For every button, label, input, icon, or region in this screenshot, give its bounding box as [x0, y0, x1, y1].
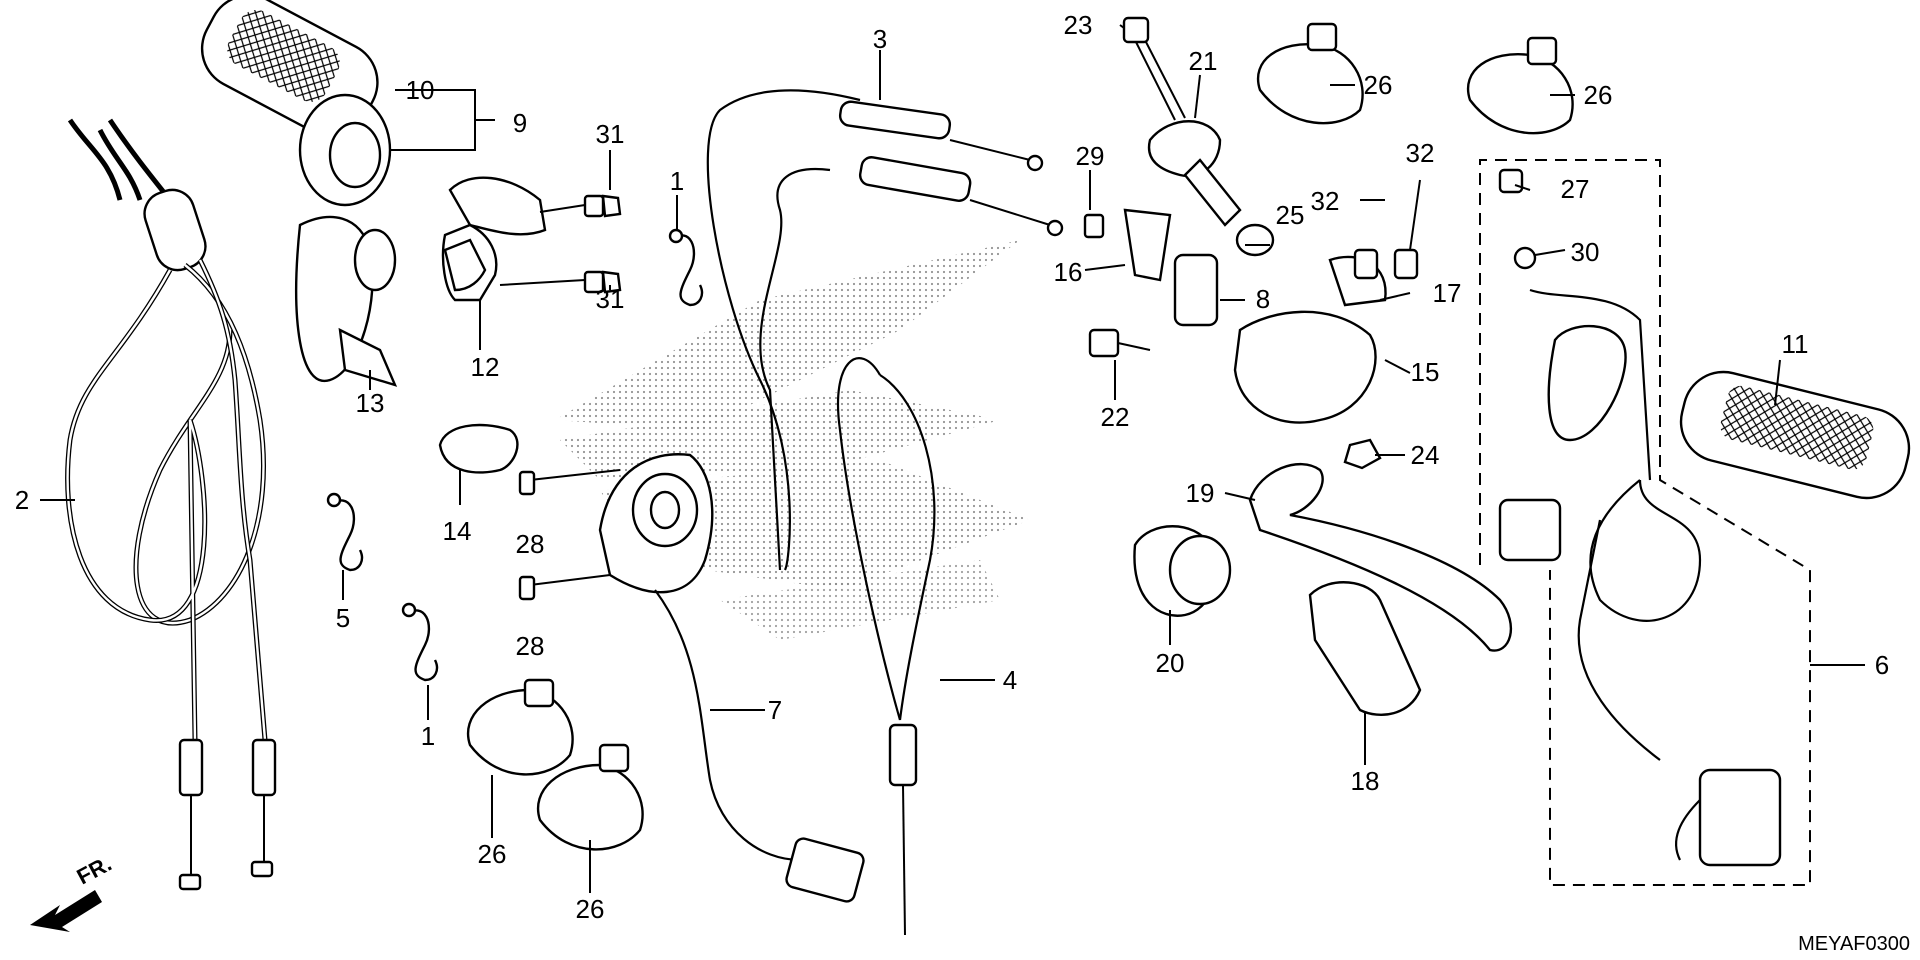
callout-27: 27	[1561, 174, 1590, 204]
callout-3: 3	[873, 24, 887, 54]
callout-18: 18	[1351, 766, 1380, 796]
left-handlebar-grip	[1679, 370, 1911, 500]
throttle-grip-assembly	[200, 0, 398, 387]
callout-32-left: 32	[1311, 186, 1340, 216]
callout-20: 20	[1156, 648, 1185, 678]
callout-8: 8	[1256, 284, 1270, 314]
callout-29: 29	[1076, 141, 1105, 171]
switch-harness-assembly	[1479, 159, 1811, 886]
callout-12: 12	[471, 352, 500, 382]
callout-26-bottom-center: 26	[576, 894, 605, 924]
callout-26-bottom-left: 26	[478, 839, 507, 869]
cable-clip-upper	[668, 228, 704, 307]
cable-clip-lower	[401, 602, 439, 682]
callout-24: 24	[1411, 440, 1440, 470]
callout-26-top-right: 26	[1584, 80, 1613, 110]
callout-32-right: 32	[1406, 138, 1435, 168]
callout-labels: 3 23 21 26 26 10 9 31 31 1 29 32 32 27 3…	[15, 10, 1889, 924]
leader-lines	[40, 24, 1865, 893]
callout-28-upper: 28	[516, 529, 545, 559]
callout-30: 30	[1571, 237, 1600, 267]
callout-31-upper: 31	[596, 119, 625, 149]
engine-stop-switch	[518, 453, 865, 903]
clutch-lever-assembly	[1083, 16, 1513, 717]
hot-start-lever	[438, 423, 519, 474]
diagram-code: MEYAF0300	[1798, 933, 1910, 955]
callout-28-lower: 28	[516, 631, 545, 661]
callout-19: 19	[1186, 478, 1215, 508]
cable-band-top-center	[1257, 22, 1364, 125]
clutch-cables	[706, 89, 1064, 936]
callout-10: 10	[406, 75, 435, 105]
cable-band-top-right	[1467, 36, 1574, 135]
callout-2: 2	[15, 485, 29, 515]
callout-13: 13	[356, 388, 385, 418]
callout-23: 23	[1064, 10, 1093, 40]
callout-4: 4	[1003, 665, 1017, 695]
throttle-holder-clamp	[441, 176, 622, 302]
callout-25: 25	[1276, 200, 1305, 230]
callout-9: 9	[513, 108, 527, 138]
callout-15: 15	[1411, 357, 1440, 387]
callout-21: 21	[1189, 46, 1218, 76]
callout-11: 11	[1782, 329, 1809, 359]
front-direction-label: FR.	[73, 851, 116, 890]
callout-7: 7	[768, 695, 782, 725]
callout-16: 16	[1054, 257, 1083, 287]
cable-clip-middle	[326, 492, 364, 572]
callout-22: 22	[1101, 402, 1130, 432]
callout-14: 14	[443, 516, 472, 546]
callout-6: 6	[1875, 650, 1889, 680]
front-direction-arrow	[30, 890, 102, 932]
cable-band-bottom-left	[467, 678, 574, 776]
throttle-cable-assembly	[65, 118, 277, 891]
callout-17: 17	[1433, 278, 1462, 308]
callout-5: 5	[336, 603, 350, 633]
callout-31-lower: 31	[596, 284, 625, 314]
callout-1-upper: 1	[670, 166, 684, 196]
callout-26-top-center: 26	[1364, 70, 1393, 100]
callout-1-lower: 1	[421, 721, 435, 751]
